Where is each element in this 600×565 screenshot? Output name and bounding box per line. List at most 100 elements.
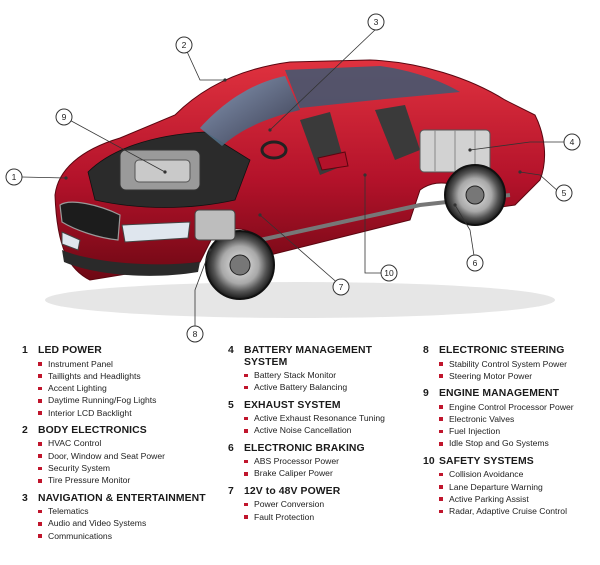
svg-text:3: 3 [374, 17, 379, 27]
section-title: ELECTRONIC BRAKING [244, 442, 365, 454]
callout-7: 7 [332, 278, 350, 296]
steering-assembly [194, 209, 236, 241]
bullet-square-icon [38, 386, 42, 391]
svg-text:10: 10 [384, 268, 394, 278]
list-item-label: Tire Pressure Monitor [48, 475, 131, 486]
section-number: 2 [22, 424, 28, 436]
section-heading: 3 NAVIGATION & ENTERTAINMENT [22, 493, 222, 505]
list-item-label: Idle Stop and Go Systems [449, 438, 549, 449]
list-item: Interior LCD Backlight [38, 407, 222, 419]
list-item: Daytime Running/Fog Lights [38, 394, 222, 406]
list-item: Power Conversion [244, 498, 418, 510]
list-item: Communications [38, 530, 222, 542]
callout-5: 5 [555, 184, 573, 202]
bullet-square-icon [439, 429, 443, 434]
section-title: NAVIGATION & ENTERTAINMENT [38, 492, 206, 504]
list-item-label: Collision Avoidance [449, 469, 524, 480]
bullet-square-icon [38, 398, 42, 403]
bullet-square-icon [38, 411, 42, 415]
list-item: Engine Control Processor Power [439, 401, 600, 413]
list-item: Tire Pressure Monitor [38, 474, 222, 486]
bullet-square-icon [439, 485, 443, 489]
front-grille [59, 201, 121, 241]
list-item-label: ABS Processor Power [254, 456, 340, 467]
list-item-label: Radar, Adaptive Cruise Control [449, 506, 567, 517]
section-number: 1 [22, 345, 28, 356]
list-item: ABS Processor Power [244, 455, 418, 467]
list-item: Active Exhaust Resonance Tuning [244, 412, 418, 424]
list-item: HVAC Control [38, 437, 222, 449]
section-title: BODY ELECTRONICS [38, 424, 147, 436]
svg-text:6: 6 [473, 258, 478, 268]
callout-8: 8 [186, 325, 204, 343]
callout-9: 9 [55, 108, 73, 126]
section-title: EXHAUST SYSTEM [244, 399, 341, 411]
list-item-label: Fuel Injection [449, 426, 501, 437]
section-title: 12V to 48V POWER [244, 485, 341, 497]
list-item-label: Interior LCD Backlight [48, 407, 132, 418]
list-item: Active Battery Balancing [244, 381, 418, 393]
list-item: Active Noise Cancellation [244, 424, 418, 436]
section-title: BATTERY MANAGEMENT SYSTEM [244, 345, 373, 368]
list-item-label: Daytime Running/Fog Lights [48, 395, 157, 406]
list-item-label: Accent Lighting [48, 383, 107, 394]
windshield [200, 76, 300, 146]
list-item: Battery Stack Monitor [244, 369, 418, 381]
callout-3: 3 [367, 13, 385, 31]
bullet-square-icon [244, 502, 248, 507]
list-item-label: Instrument Panel [48, 358, 113, 369]
list-item-label: Stability Control System Power [449, 358, 567, 369]
rear-seat [375, 105, 420, 160]
bullet-square-icon [38, 534, 42, 538]
bullet-square-icon [244, 472, 248, 476]
list-item: Security System [38, 462, 222, 474]
section-title: SAFETY SYSTEMS [439, 455, 534, 467]
list-item-label: Communications [48, 530, 112, 541]
svg-text:2: 2 [182, 40, 187, 50]
bullet-square-icon [439, 374, 443, 378]
list-item-label: Active Exhaust Resonance Tuning [254, 413, 385, 424]
svg-text:8: 8 [193, 329, 198, 339]
list-item-label: Taillights and Headlights [48, 370, 141, 381]
section-number: 4 [228, 345, 234, 356]
lower-bumper [62, 250, 200, 276]
callout-10: 10 [380, 264, 398, 282]
svg-text:4: 4 [570, 137, 575, 147]
list-item: Brake Caliper Power [244, 467, 418, 479]
list-item: Accent Lighting [38, 382, 222, 394]
steering-wheel [260, 140, 288, 160]
list-item: Electronic Valves [439, 413, 600, 425]
list-item-label: Door, Window and Seat Power [48, 450, 166, 461]
bullet-square-icon [244, 428, 248, 433]
list-item: Active Parking Assist [439, 493, 600, 505]
bullet-square-icon [244, 416, 248, 421]
list-item-label: Security System [48, 463, 111, 474]
section-number: 3 [22, 492, 28, 504]
list-item: Instrument Panel [38, 358, 222, 370]
section-title: LED POWER [38, 345, 102, 356]
section-title: ENGINE MANAGEMENT [439, 388, 560, 400]
svg-text:9: 9 [62, 112, 67, 122]
list-item: Telematics [38, 505, 222, 517]
list-item: Fault Protection [244, 511, 418, 523]
section-heading: 2 BODY ELECTRONICS [22, 425, 222, 437]
